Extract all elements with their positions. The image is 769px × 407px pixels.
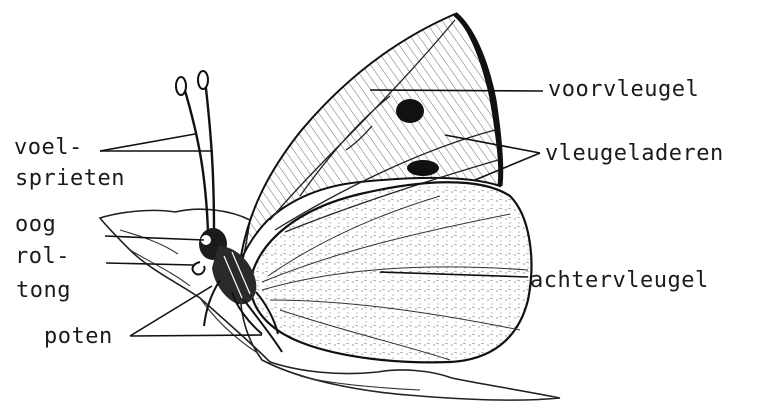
forewing-spot-lower [407, 160, 439, 176]
label-rol: rol- [15, 246, 70, 268]
forewing-spot-upper [396, 99, 424, 123]
label-achtervleugel: achtervleugel [530, 270, 709, 292]
label-tong: tong [16, 280, 71, 302]
label-poten: poten [44, 326, 113, 348]
label-oog: oog [15, 214, 56, 236]
label-voel: voel- [14, 137, 83, 159]
label-vleugeladeren: vleugeladeren [545, 143, 724, 165]
label-sprieten: sprieten [15, 168, 125, 190]
label-voorvleugel: voorvleugel [548, 79, 699, 101]
